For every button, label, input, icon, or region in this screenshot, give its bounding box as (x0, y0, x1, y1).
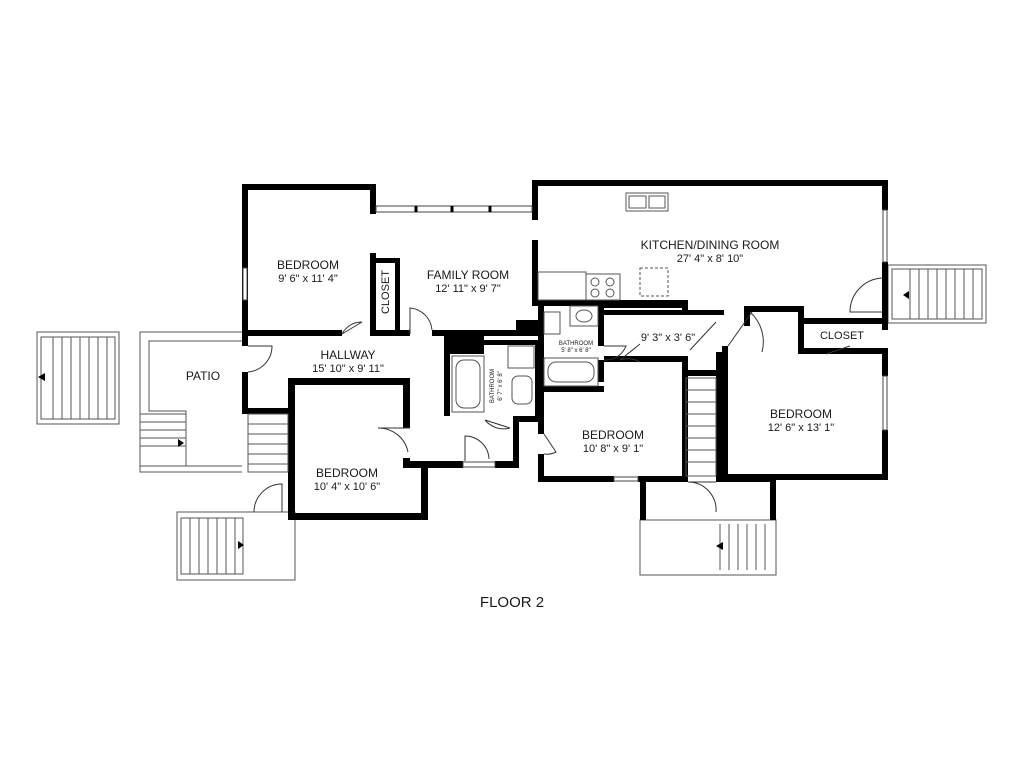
room-label-kitchen: KITCHEN/DINING ROOM 27' 4" x 8' 10" (641, 238, 780, 265)
floor-label: FLOOR 2 (480, 594, 544, 611)
windows (242, 205, 888, 482)
room-dims: 9' 6" x 11' 4" (278, 273, 338, 285)
room-label-bedroom-nw: BEDROOM 9' 6" x 11' 4" (277, 258, 339, 285)
room-name: HALLWAY (320, 348, 375, 362)
room-label-bedroom-sw: BEDROOM 10' 4" x 10' 6" (314, 466, 381, 493)
room-label-hallway: HALLWAY 15' 10" x 9' 11" (312, 348, 384, 375)
room-name: BEDROOM (582, 428, 644, 442)
room-label-bathroom-small: BATHROOM 6' 7" x 6' 8" (490, 369, 504, 403)
room-name: BATHROOM (559, 341, 593, 347)
exterior-stairs-east (887, 264, 987, 324)
room-label-patio: PATIO (186, 369, 220, 383)
doors (247, 277, 883, 513)
room-dims: 6' 7" x 6' 8" (498, 371, 504, 401)
room-label-bathroom-main: BATHROOM 5' 8" x 6' 8" (559, 341, 593, 354)
room-dims: 15' 10" x 9' 11" (312, 363, 384, 375)
interior-stairs (247, 377, 717, 477)
room-dims: 12' 11" x 9' 7" (435, 283, 501, 295)
room-name: FAMILY ROOM (427, 268, 509, 282)
room-label-closet-ne: CLOSET (820, 330, 864, 342)
room-label-family-room: FAMILY ROOM 12' 11" x 9' 7" (427, 268, 509, 295)
fixtures (451, 192, 669, 413)
room-dims: 10' 8" x 9' 1" (583, 443, 643, 455)
room-name: BEDROOM (277, 258, 339, 272)
room-dims: 10' 4" x 10' 6" (314, 481, 381, 493)
room-label-hall-small: 9' 3" x 3' 6" (641, 332, 695, 344)
exterior-stairs-south (639, 519, 777, 576)
exterior-stairs-west (36, 331, 120, 425)
room-label-bedroom-ne: BEDROOM 12' 6" x 13' 1" (768, 407, 835, 434)
patio-outline (139, 331, 242, 473)
room-name: BEDROOM (770, 407, 832, 421)
exterior-stairs-southwest (176, 511, 296, 581)
room-label-closet-nw: CLOSET (380, 270, 392, 314)
room-label-bedroom-center: BEDROOM 10' 8" x 9' 1" (582, 428, 644, 455)
room-dims: 12' 6" x 13' 1" (768, 422, 835, 434)
room-name: BATHROOM (490, 369, 496, 403)
walls (242, 180, 888, 520)
room-dims: 27' 4" x 8' 10" (677, 253, 744, 265)
room-name: KITCHEN/DINING ROOM (641, 238, 780, 252)
room-name: BEDROOM (316, 466, 378, 480)
room-dims: 5' 8" x 6' 8" (561, 348, 591, 354)
